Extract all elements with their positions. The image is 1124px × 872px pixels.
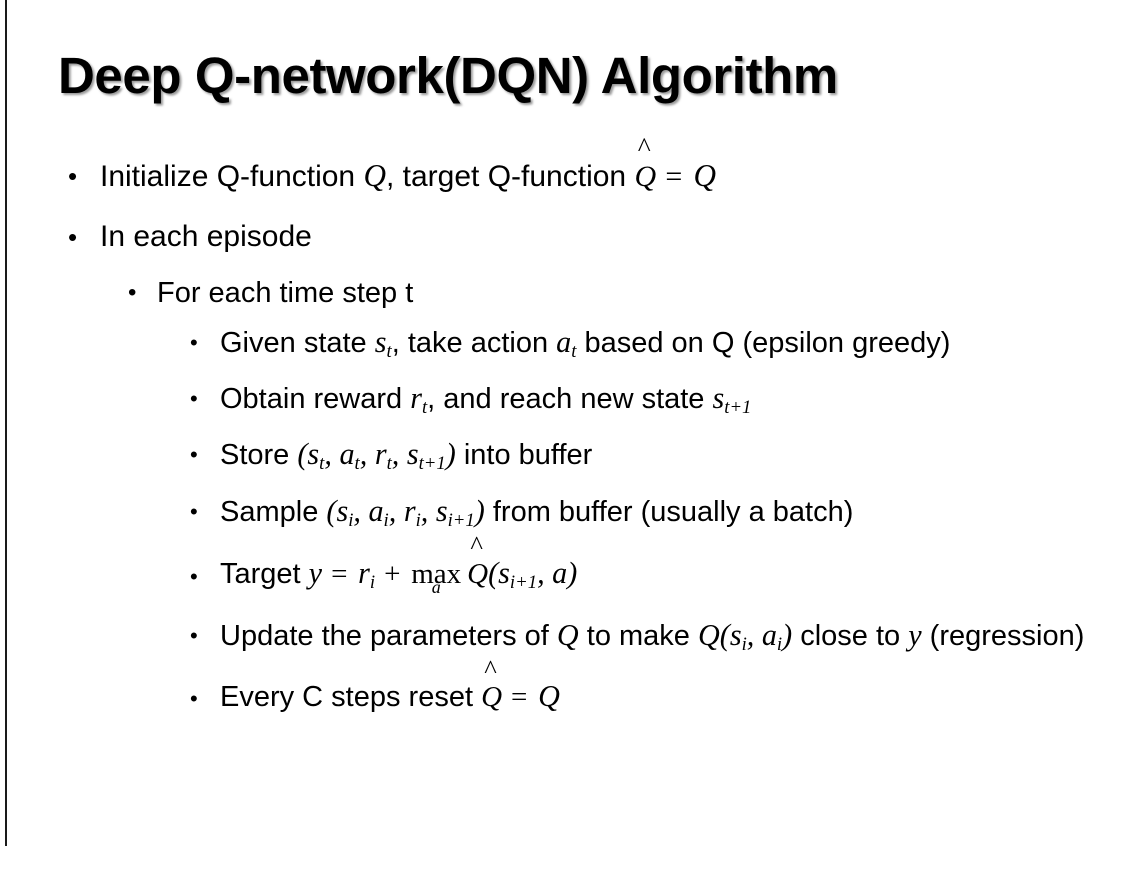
bullet-glyph: •	[128, 279, 137, 306]
subscript: t	[421, 397, 428, 419]
math-next-state-s: st+1	[712, 381, 752, 419]
math-equals: =	[511, 681, 530, 714]
subscript: t	[386, 341, 392, 363]
math-y: y	[908, 618, 922, 653]
bullet-update-parameters: • Update the parameters of Q to make Q(s…	[0, 612, 1124, 668]
text-lead: Sample	[220, 495, 327, 528]
bullet-text: In each episode	[100, 220, 312, 253]
bullet-glyph: •	[68, 222, 78, 252]
paren-close: )	[567, 555, 578, 590]
math-tuple: (st, at, rt, st+1)	[297, 437, 456, 475]
bullet-text: Obtain reward rt, and reach new state st…	[220, 375, 1094, 431]
text-tail: into buffer	[455, 439, 593, 472]
bullet-text: For each time step t	[157, 277, 414, 309]
paren-open: (	[297, 437, 308, 472]
bullet-sample-from-buffer: • Sample (si, ai, ri, si+1) from buffer …	[0, 488, 1124, 544]
bullet-text: Given state st, take action at based on …	[220, 319, 1094, 375]
math-reward-r: rt	[410, 381, 428, 419]
math-plus: +	[384, 557, 403, 590]
bullet-store-into-buffer: • Store (st, at, rt, st+1) into buffer	[0, 431, 1124, 487]
text-lead: Update the parameters of	[220, 620, 557, 653]
bullet-glyph: •	[190, 442, 198, 468]
hat-accent: ^	[484, 654, 497, 685]
paren-close: )	[782, 618, 793, 653]
paren-open: (	[326, 493, 337, 528]
slide-left-border	[5, 0, 7, 846]
math-q2: Q	[693, 158, 716, 193]
bullet-given-state-take-action: • Given state st, take action at based o…	[0, 319, 1124, 375]
bullet-glyph: •	[190, 623, 198, 649]
text-tail: based on Q (epsilon greedy)	[576, 327, 951, 359]
paren-close: )	[474, 493, 485, 528]
bullet-for-each-time-step: • For each time step t	[0, 267, 1124, 319]
bullet-text: Initialize Q-function Q, target Q-functi…	[100, 133, 1124, 207]
slide-body: • Initialize Q-function Q, target Q-func…	[0, 133, 1124, 725]
text-mid: , and reach new state	[427, 383, 713, 416]
math-q-base: Q	[467, 557, 489, 590]
math-q-args: Q(si, ai)	[697, 618, 793, 656]
bullet-text: Sample (si, ai, ri, si+1) from buffer (u…	[220, 488, 1094, 544]
bullet-reset-target-network: • Every C steps reset ^Q = Q	[0, 656, 1124, 725]
bullet-glyph: •	[190, 386, 198, 412]
text-lead: Given state	[220, 327, 375, 359]
text-mid: , target Q-function	[385, 160, 635, 193]
bullet-obtain-reward: • Obtain reward rt, and reach new state …	[0, 375, 1124, 431]
text-tail: from buffer (usually a batch)	[484, 495, 854, 528]
math-action-a: at	[556, 325, 577, 363]
hat-accent: ^	[470, 529, 483, 560]
math-q-hat: ^Q	[467, 531, 489, 603]
max-subscript: a	[431, 577, 441, 598]
math-q-args: (si+1, a)	[488, 555, 578, 594]
bullet-glyph: •	[190, 686, 198, 712]
paren-open: (	[719, 618, 730, 653]
math-q-hat: ^Q	[481, 656, 503, 725]
math-equals: =	[665, 160, 685, 193]
text-lead: Every C steps reset	[220, 681, 482, 714]
math-q: Q	[538, 679, 560, 714]
math-q-hat: ^Q	[634, 133, 657, 207]
text-lead: Obtain reward	[220, 383, 411, 416]
bullet-glyph: •	[68, 161, 78, 191]
math-equals: =	[331, 557, 350, 590]
math-q-base: Q	[634, 160, 657, 193]
math-q: Q	[556, 618, 579, 653]
bullet-text: Every C steps reset ^Q = Q	[220, 656, 1094, 725]
bullet-glyph: •	[190, 330, 198, 355]
bullet-text: Store (st, at, rt, st+1) into buffer	[220, 431, 1094, 487]
math-y: y	[308, 555, 323, 590]
math-q: Q	[363, 158, 386, 193]
bullet-glyph: •	[190, 498, 198, 524]
bullet-glyph: •	[190, 563, 198, 589]
text-lead: Store	[220, 439, 298, 472]
page-title: Deep Q-network(DQN) Algorithm	[58, 47, 838, 104]
text-lead: Target	[220, 557, 309, 590]
math-reward-r: ri	[358, 555, 376, 594]
max-label: max	[411, 557, 462, 590]
text-mid: , take action	[391, 327, 557, 359]
paren-close: )	[445, 437, 456, 472]
bullet-in-each-episode: • In each episode	[0, 207, 1124, 267]
text-tail: close to	[792, 620, 909, 653]
math-state-s: st	[374, 325, 392, 363]
subscript: t	[571, 341, 577, 363]
text-tail2: (regression)	[921, 620, 1085, 653]
math-tuple: (si, ai, ri, si+1)	[326, 493, 485, 531]
bullet-initialize-q-function: • Initialize Q-function Q, target Q-func…	[0, 133, 1124, 207]
paren-open: (	[488, 555, 499, 590]
bullet-text: Update the parameters of Q to make Q(si,…	[220, 612, 1094, 668]
hat-accent: ^	[637, 131, 651, 163]
subscript: t+1	[724, 397, 752, 419]
math-q-base: Q	[481, 681, 503, 714]
text-mid: to make	[578, 620, 698, 653]
text-lead: Initialize Q-function	[100, 160, 364, 193]
